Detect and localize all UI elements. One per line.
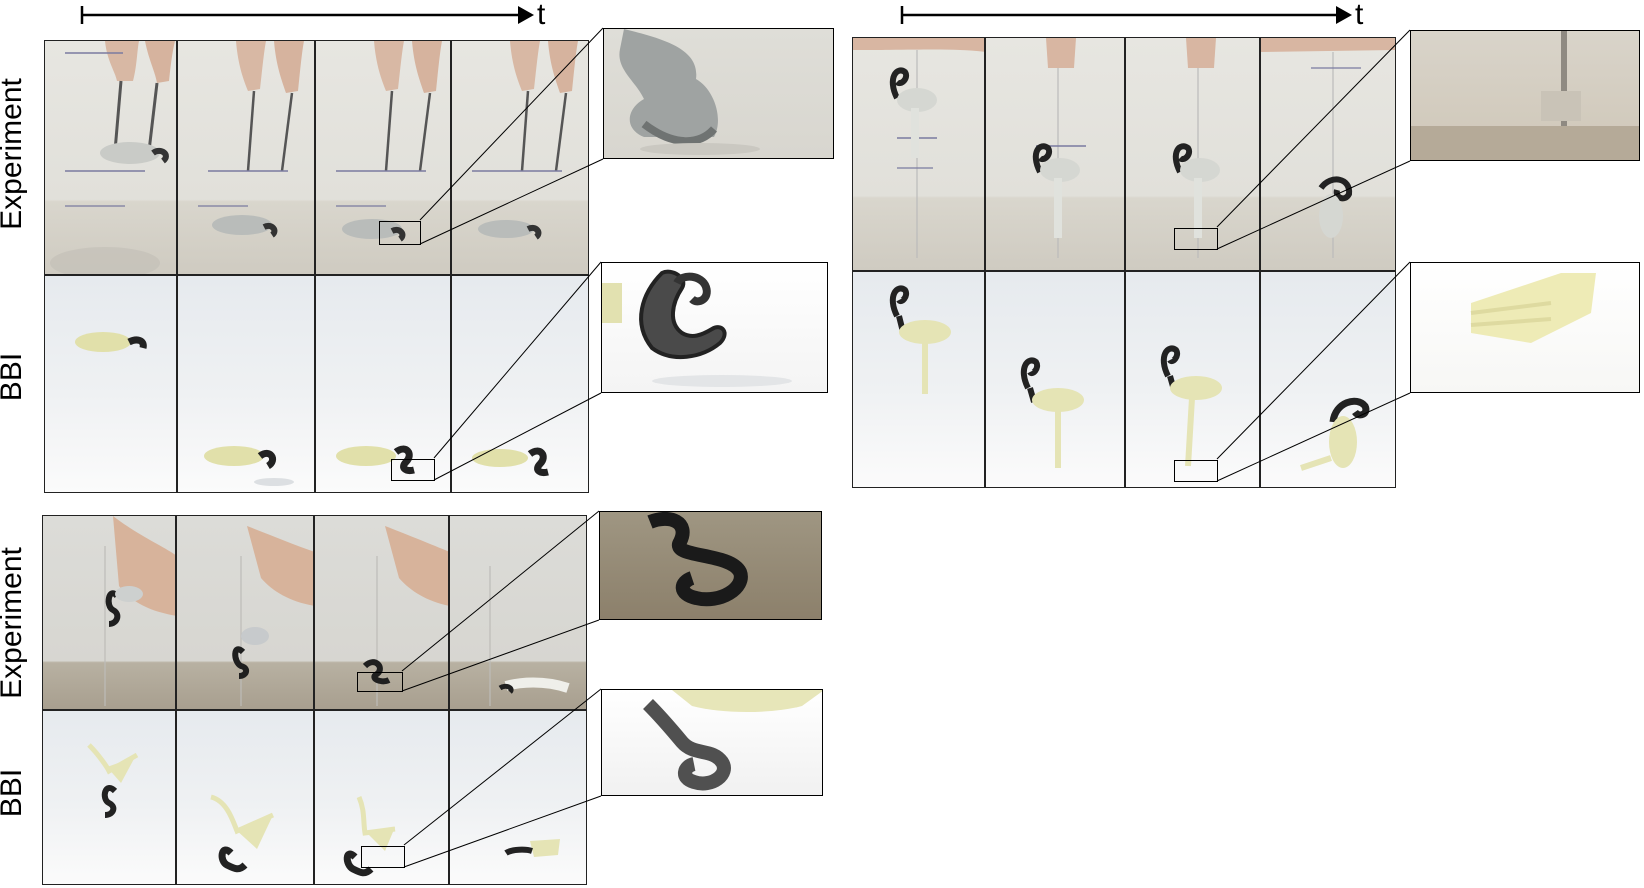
panel-a-experiment-zoom-selection (379, 221, 421, 245)
panel-b-experiment-zoom-inset (1410, 30, 1640, 161)
panel-c-bbi-zoom-selection (361, 846, 405, 868)
panel-b-experiment-frame-3 (1125, 37, 1260, 271)
panel-c-bbi-zoom-inset (601, 689, 823, 796)
time-axis-right-arrowhead (1336, 6, 1352, 24)
panel-b-bbi-frame-3 (1125, 271, 1260, 488)
panel-c-experiment-frame-1 (42, 515, 176, 710)
time-axis-right-label: t (1355, 0, 1364, 31)
panel-b-bbi-zoom-inset (1410, 262, 1640, 393)
time-axis-left-label: t (537, 0, 546, 31)
time-axis-left-arrowhead (518, 6, 534, 24)
panel-b-experiment-frame-1 (852, 37, 985, 271)
panel-a-experiment-frame-3 (315, 40, 451, 275)
panel-a-experiment-frame-1 (44, 40, 177, 275)
panel-b-experiment-zoom-selection (1174, 228, 1218, 250)
panel-c-experiment-zoom-inset (599, 511, 822, 620)
panel-a-bbi-frame-2 (177, 275, 315, 493)
panel-a-bbi-zoom-selection (391, 459, 435, 481)
panel-b-experiment-frame-2 (985, 37, 1125, 271)
panel-a-bbi-frame-4 (451, 275, 589, 493)
panel-a-experiment-frame-4 (451, 40, 589, 275)
panel-c-experiment-frame-2 (176, 515, 314, 710)
panel-a-experiment-zoom-inset (603, 28, 834, 159)
panel-a-bbi-frame-3 (315, 275, 451, 493)
panel-a-bbi-zoom-inset (601, 262, 828, 393)
panel-c-bbi-frame-1 (42, 710, 176, 885)
panel-c-experiment-frame-4 (449, 515, 587, 710)
panel-b-bbi-frame-2 (985, 271, 1125, 488)
panel-c-experiment-frame-3 (314, 515, 449, 710)
panel-c-bbi-frame-4 (449, 710, 587, 885)
panel-a-bbi-frame-1 (44, 275, 177, 493)
panel-c-bbi-frame-3 (314, 710, 449, 885)
panel-b-experiment-frame-4 (1260, 37, 1396, 271)
panel-c-bbi-frame-2 (176, 710, 314, 885)
panel-b-bbi-frame-1 (852, 271, 985, 488)
panel-c-experiment-zoom-selection (357, 672, 403, 692)
panel-a-experiment-frame-2 (177, 40, 315, 275)
panel-b-bbi-frame-4 (1260, 271, 1396, 488)
panel-b-bbi-zoom-selection (1174, 460, 1218, 482)
